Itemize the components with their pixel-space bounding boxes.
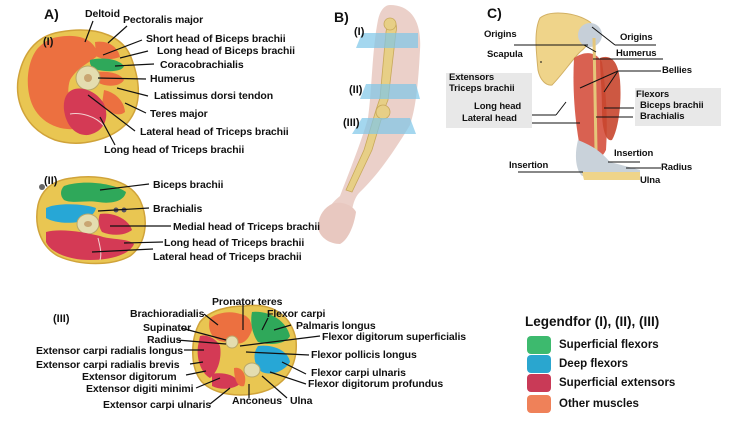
label-long-head-triceps-ii: Long head of Triceps brachii (164, 237, 305, 249)
label-flexor-carpi-ulnaris: Flexor carpi ulnaris (311, 367, 406, 379)
label-extensors: Extensors (449, 72, 495, 83)
label-ecr-brevis: Extensor carpi radialis brevis (36, 359, 180, 371)
label-extensor-digiti-minimi: Extensor digiti minimi (86, 383, 194, 395)
panel-c-label: C) (487, 5, 502, 21)
label-extensor-digitorum: Extensor digitorum (82, 371, 177, 383)
label-origins-left: Origins (484, 29, 517, 40)
label-brachialis-c: Brachialis (640, 111, 685, 122)
label-long-head-c: Long head (474, 101, 522, 112)
leader-lines-c (514, 26, 663, 173)
extensors-region-iii (197, 335, 221, 378)
panel-a-label: A) (44, 6, 59, 22)
legend-label: Deep flexors (559, 358, 629, 370)
label-radius-c: Radius (661, 162, 693, 173)
label-insertion-right: Insertion (614, 148, 654, 159)
deltoid-region (27, 35, 98, 130)
biceps-short-long-region (89, 58, 124, 72)
level-i-label: (I) (354, 26, 365, 38)
level-iii-label: (III) (343, 117, 360, 129)
label-extensor-carpi-ulnaris: Extensor carpi ulnaris (103, 399, 212, 411)
legend-label: Superficial flexors (559, 339, 659, 351)
label-brachialis-ii: Brachialis (153, 203, 203, 215)
label-fds: Flexor digitorum superficialis (322, 331, 467, 343)
legend-swatch (527, 374, 551, 392)
plane-ii (360, 84, 420, 99)
legend-swatch (527, 355, 551, 373)
section-ii-label: (II) (44, 175, 58, 187)
label-latissimus-dorsi: Latissimus dorsi tendon (154, 90, 274, 102)
label-radius-iii: Radius (147, 334, 182, 346)
label-palmaris-longus: Palmaris longus (296, 320, 376, 332)
label-flexors: Flexors (636, 89, 670, 100)
label-humerus-c: Humerus (616, 48, 657, 59)
label-short-head-biceps: Short head of Biceps brachii (146, 33, 286, 45)
label-origins-right: Origins (620, 32, 653, 43)
label-long-head-biceps: Long head of Biceps brachii (157, 45, 295, 57)
label-supinator: Supinator (143, 322, 192, 334)
level-ii-label: (II) (349, 84, 363, 96)
label-pectoralis-major: Pectoralis major (123, 14, 204, 26)
label-brachioradialis: Brachioradialis (130, 308, 205, 320)
panel-b-label: B) (334, 9, 349, 25)
label-bellies: Bellies (662, 65, 692, 76)
medial-triceps-region (98, 213, 132, 235)
lateral-long-triceps-region (46, 230, 134, 260)
legend-label: Superficial extensors (559, 377, 676, 389)
legend-item-superficial-flexors: Superficial flexors (527, 336, 659, 354)
legend-swatch (527, 395, 551, 413)
legend-title: Legendfor (I), (II), (III) (525, 314, 660, 329)
label-pronator-teres: Pronator teres (212, 296, 283, 308)
plane-i (356, 33, 418, 48)
legend-item-deep-flexors: Deep flexors (527, 355, 628, 373)
label-ecr-longus: Extensor carpi radialis longus (36, 345, 183, 357)
cross-section-i (16, 29, 139, 144)
label-scapula: Scapula (487, 49, 523, 60)
label-teres-major: Teres major (150, 108, 208, 120)
legend-label: Other muscles (559, 398, 639, 410)
label-flexor-carpi: Flexor carpi (267, 308, 326, 320)
label-triceps-brachii-c: Triceps brachii (449, 83, 515, 94)
label-fdp: Flexor digitorum profundus (308, 378, 444, 390)
label-fpl: Flexor pollicis longus (311, 349, 417, 361)
plane-iii (352, 118, 416, 134)
teres-major-region (102, 90, 125, 115)
biceps-brachii-region-ii (61, 182, 126, 203)
superficial-flexors-region-iii (251, 311, 290, 344)
arm-illustration (318, 5, 421, 244)
pectoralis-major-region (95, 41, 120, 60)
label-biceps-brachii-ii: Biceps brachii (153, 179, 224, 191)
label-biceps-brachii-c: Biceps brachii (640, 100, 704, 111)
label-long-head-triceps-i: Long head of Triceps brachii (104, 144, 245, 156)
label-ulna-iii: Ulna (290, 395, 313, 407)
legend-item-superficial-extensors: Superficial extensors (527, 374, 675, 392)
extensors-label-box (446, 73, 532, 128)
label-medial-head-triceps: Medial head of Triceps brachii (173, 221, 320, 233)
section-i-label: (I) (43, 36, 54, 48)
label-deltoid: Deltoid (85, 8, 120, 20)
flexors-label-box (635, 88, 721, 126)
label-coracobrachialis: Coracobrachialis (160, 59, 244, 71)
ulna-bone-iii (243, 362, 261, 378)
label-anconeus: Anconeus (232, 395, 282, 407)
section-iii-label: (III) (53, 313, 70, 325)
label-insertion-left: Insertion (509, 160, 549, 171)
label-ulna-c: Ulna (640, 175, 661, 186)
label-lateral-head-triceps-ii: Lateral head of Triceps brachii (153, 251, 302, 263)
label-lateral-head-triceps-i: Lateral head of Triceps brachii (140, 126, 289, 138)
label-lateral-head-c: Lateral head (462, 113, 517, 124)
radius-bone-iii (225, 335, 239, 349)
label-humerus-i: Humerus (150, 73, 195, 85)
legend-item-other-muscles: Other muscles (527, 395, 639, 413)
leader-lines-a (84, 20, 321, 405)
anconeus-region (234, 367, 246, 387)
legend-swatch (527, 336, 551, 354)
cross-section-ii (36, 176, 146, 265)
